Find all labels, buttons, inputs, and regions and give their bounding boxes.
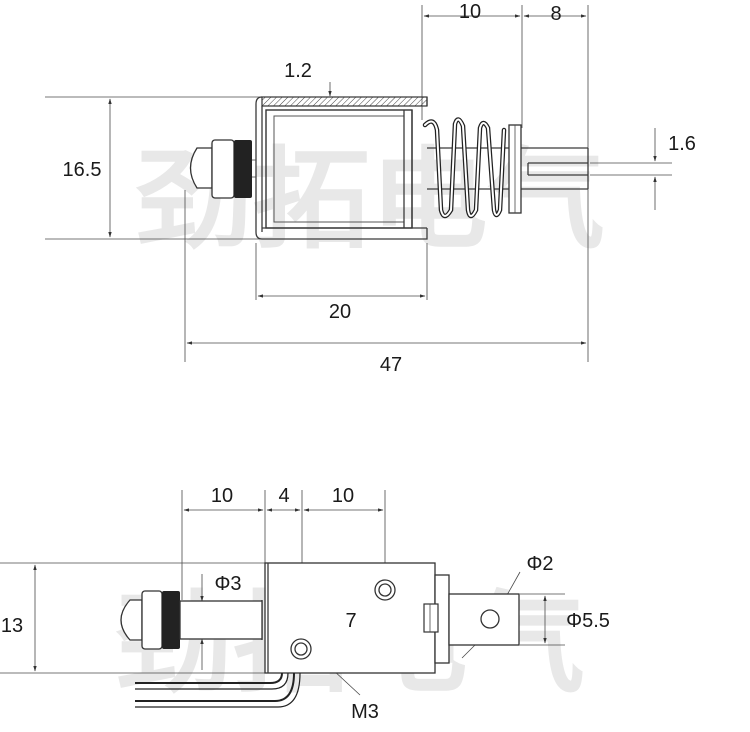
- dim-hole-spacing-x: 10: [332, 485, 354, 507]
- dim-pin-hole: Φ2: [526, 553, 553, 575]
- dim-gap: 4: [278, 485, 289, 507]
- dim-rod-diameter: Φ5.5: [566, 610, 610, 632]
- dim-cap-length: 10: [211, 485, 233, 507]
- dim-shell-thickness: 1.2: [284, 60, 312, 82]
- dim-plunger-extension: 8: [550, 3, 561, 25]
- dim-height-top: 16.5: [63, 159, 102, 181]
- top-view: 1.2 16.5 10 8 1.6 20 47: [45, 1, 696, 376]
- side-view: 10 4 10 13 Φ3 7 Φ2 Φ5.5 M3: [0, 485, 610, 723]
- dim-height-side: 13: [1, 615, 23, 637]
- dim-slot-width: 1.6: [668, 133, 696, 155]
- dim-plunger-diameter: Φ3: [214, 573, 241, 595]
- dim-hole-spacing-y: 7: [345, 610, 356, 632]
- dim-overall-length: 47: [380, 354, 402, 376]
- dim-body-length: 20: [329, 301, 351, 323]
- dim-mount-thread: M3: [351, 701, 379, 723]
- dim-spring-length: 10: [459, 1, 481, 23]
